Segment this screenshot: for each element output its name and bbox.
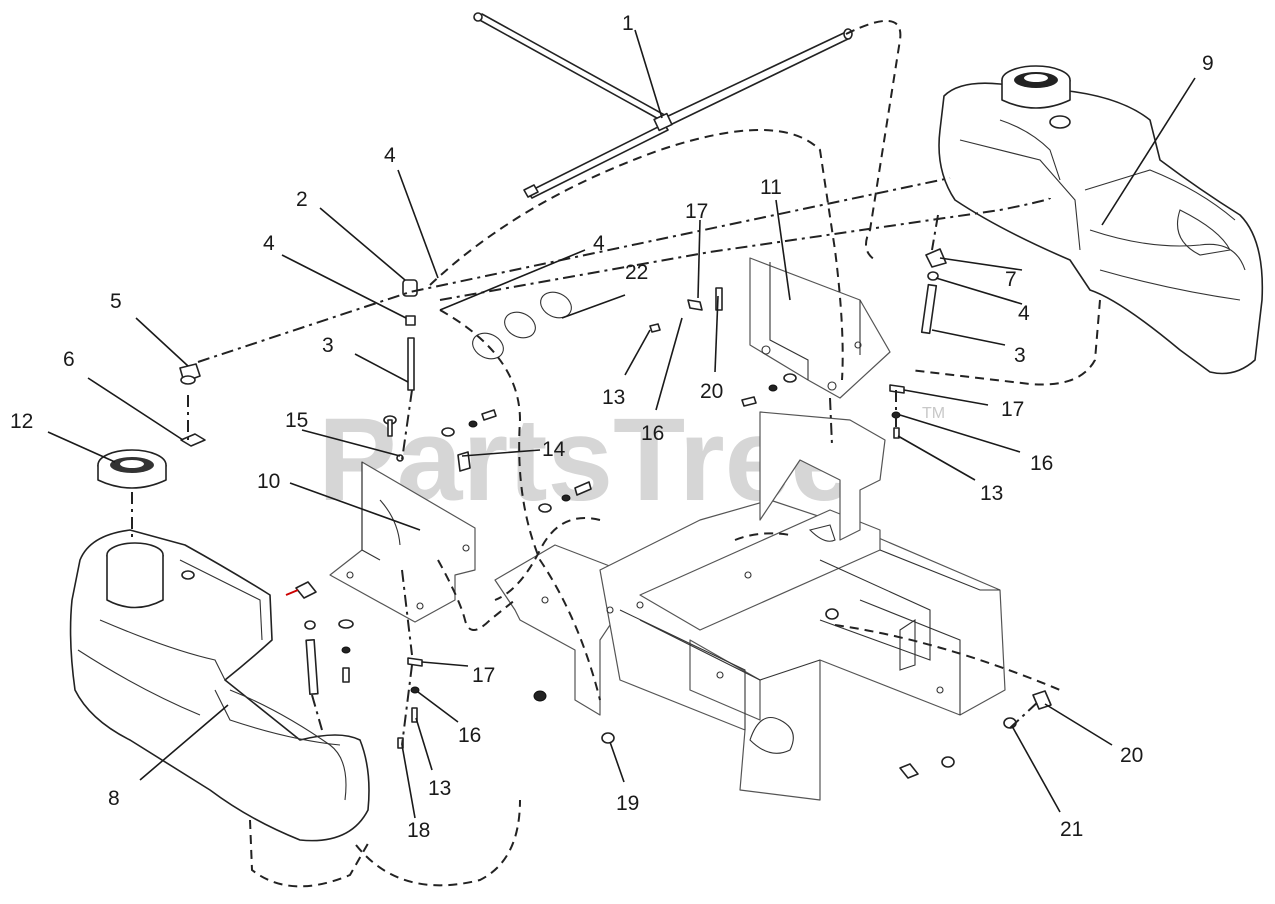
- bracket-right: [749, 257, 891, 399]
- part-label-9: 9: [1202, 52, 1214, 75]
- part-label-15: 15: [285, 409, 308, 432]
- part-label-22: 22: [625, 261, 648, 284]
- right-fuel-tank: [938, 65, 1264, 375]
- part-label-1: 1: [622, 12, 634, 35]
- mower-frame: [494, 411, 1006, 801]
- part-label-17: 17: [685, 200, 708, 223]
- part-label-13: 13: [980, 482, 1003, 505]
- part-label-3: 3: [322, 334, 334, 357]
- part-label-5: 5: [110, 290, 122, 313]
- part-label-21: 21: [1060, 818, 1083, 841]
- part-label-14: 14: [542, 438, 566, 461]
- part-label-2: 2: [296, 188, 308, 211]
- hardware: [338, 287, 1052, 779]
- part-label-13: 13: [602, 386, 625, 409]
- watermark-trademark: TM: [922, 405, 945, 422]
- part-label-17: 17: [1001, 398, 1024, 421]
- part-label-20: 20: [700, 380, 723, 403]
- part-label-4: 4: [593, 232, 605, 255]
- part-label-10: 10: [257, 470, 280, 493]
- part-label-19: 19: [616, 792, 639, 815]
- left-fuel-tank: [69, 529, 370, 842]
- part-label-6: 6: [63, 348, 75, 371]
- part-label-13: 13: [428, 777, 451, 800]
- part-label-7: 7: [1005, 268, 1017, 291]
- hose-clamps: [472, 291, 572, 360]
- part-label-4: 4: [1018, 302, 1030, 325]
- part-label-4: 4: [384, 144, 396, 167]
- part-label-11: 11: [760, 176, 782, 199]
- assembly-lines: [131, 20, 1101, 888]
- part-label-16: 16: [458, 724, 481, 747]
- part-label-20: 20: [1120, 744, 1143, 767]
- part-label-8: 8: [108, 787, 120, 810]
- part-label-16: 16: [641, 422, 664, 445]
- part-label-18: 18: [407, 819, 430, 842]
- part-label-17: 17: [472, 664, 495, 687]
- part-label-3: 3: [1014, 344, 1026, 367]
- gas-cap: [97, 449, 167, 489]
- part-label-12: 12: [10, 410, 33, 433]
- leader-lines: [47, 29, 1196, 819]
- fuel-line-assembly: [473, 12, 853, 199]
- part-labels: 1 2 3 3 4 4 4 4 5 6 7 8 9 10 11 12 13 13…: [10, 12, 1214, 842]
- part-label-16: 16: [1030, 452, 1053, 475]
- part-label-4: 4: [263, 232, 275, 255]
